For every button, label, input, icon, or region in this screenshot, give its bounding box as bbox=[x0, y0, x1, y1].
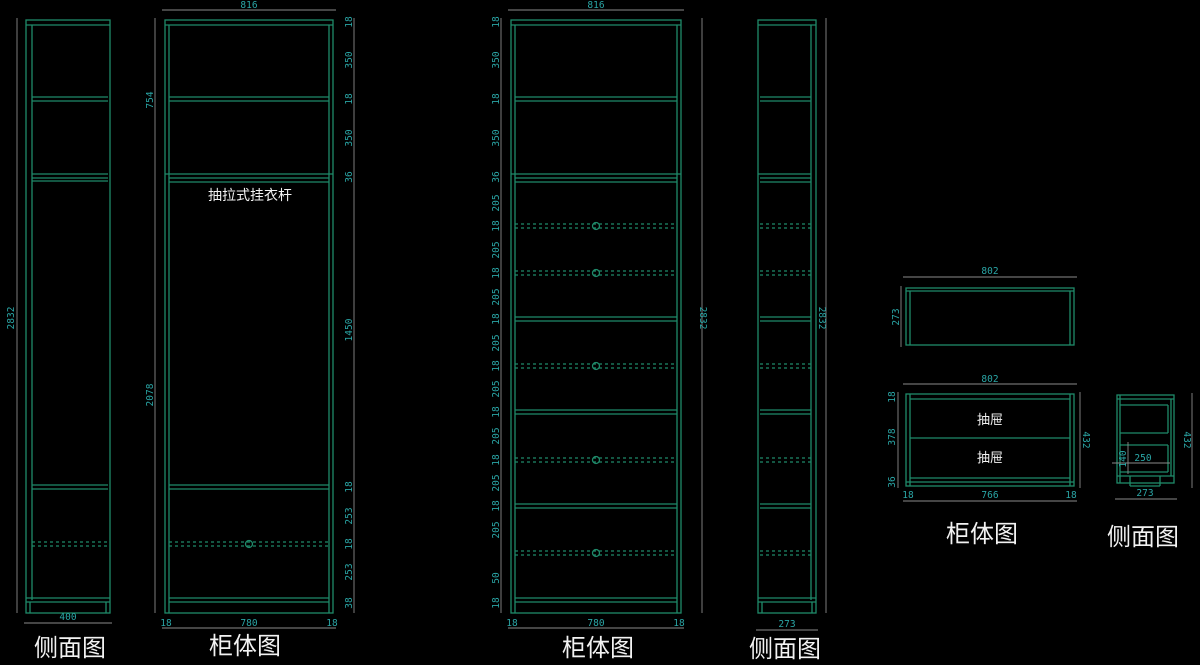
shelf-pin-icon bbox=[591, 268, 601, 278]
dim-cab-mid-left-segment: 18 bbox=[491, 313, 502, 325]
caption-cabinet-left: 柜体图 bbox=[209, 632, 281, 660]
dim-cab-mid-left-segment: 18 bbox=[491, 16, 502, 28]
drawer-side-view: 140 250 432 273 侧面图 bbox=[1107, 393, 1193, 551]
dim-drawer-cab-right-side: 18 bbox=[1065, 490, 1077, 501]
dim-drawer-cab-width: 802 bbox=[981, 374, 998, 385]
dim-drawer-cab-height: 432 bbox=[1080, 431, 1091, 448]
dim-cab-mid-left-segment: 18 bbox=[491, 406, 502, 418]
dim-cab-mid-left-segment: 36 bbox=[491, 171, 502, 183]
dim-drawer-cab-left-side: 18 bbox=[902, 490, 914, 501]
drawer-cabinet-view: 抽屉 抽屉 802 18 378 36 432 18 766 18 柜体图 bbox=[887, 374, 1091, 548]
caption-drawer-cabinet: 柜体图 bbox=[946, 520, 1018, 548]
dim-cab-mid-left-segment: 18 bbox=[491, 267, 502, 279]
dim-cab-left-right-segment: 350 bbox=[344, 51, 355, 68]
dim-cab-mid-inner: 780 bbox=[587, 618, 604, 629]
dim-cab-left-right-segment: 18 bbox=[344, 16, 355, 28]
side-view-left: 2832 400 侧面图 bbox=[6, 18, 112, 662]
dim-cab-mid-left-segment: 18 bbox=[491, 597, 502, 609]
dim-cab-mid-left-segment: 18 bbox=[491, 360, 502, 372]
shelf-pin-icon bbox=[591, 361, 601, 371]
dim-cab-left-right-segment: 253 bbox=[344, 507, 355, 524]
dim-drawer-side-drawer-height: 140 bbox=[1118, 450, 1129, 467]
dim-cab-mid-left-segment: 350 bbox=[491, 129, 502, 146]
dim-drawer-cab-inner: 766 bbox=[981, 490, 998, 501]
cabinet-view-middle: 816 183501835036205182051820518205182051… bbox=[491, 0, 708, 662]
shelf-pin-icon bbox=[591, 455, 601, 465]
dim-cab-left-right-segment: 1450 bbox=[344, 318, 355, 341]
dim-top-unit-depth: 273 bbox=[891, 308, 902, 325]
dim-cab-left-width: 816 bbox=[240, 0, 257, 11]
drawer-label-bottom: 抽屉 bbox=[977, 451, 1003, 466]
dim-cab-mid-left-segment: 205 bbox=[491, 521, 502, 538]
top-unit-view: 802 273 bbox=[891, 266, 1077, 347]
dim-drawer-cab-middle: 378 bbox=[887, 428, 898, 445]
cabinet-view-left: 抽拉式挂衣杆 816 754 2078 18 350 18 350 36 1450 18 25… bbox=[145, 0, 355, 660]
caption-cabinet-mid: 柜体图 bbox=[562, 634, 634, 662]
dim-cab-left-upper: 754 bbox=[145, 91, 156, 108]
dim-drawer-side-height: 432 bbox=[1181, 431, 1192, 448]
dim-cab-mid-width: 816 bbox=[587, 0, 604, 11]
dim-cab-mid-left-segment: 18 bbox=[491, 93, 502, 105]
caption-side-left: 侧面图 bbox=[34, 634, 106, 662]
dim-cab-left-inner: 780 bbox=[240, 618, 257, 629]
dim-cab-mid-left-segment: 205 bbox=[491, 474, 502, 491]
drawer-label-top: 抽屉 bbox=[977, 413, 1003, 428]
dim-cab-mid-left-segment: 350 bbox=[491, 51, 502, 68]
dim-cab-mid-left-segment: 205 bbox=[491, 241, 502, 258]
dim-cab-mid-left-segment: 205 bbox=[491, 427, 502, 444]
dim-side-left-height: 2832 bbox=[6, 307, 17, 330]
dim-top-unit-width: 802 bbox=[981, 266, 998, 277]
caption-side-mid: 侧面图 bbox=[749, 635, 821, 663]
dim-drawer-side-depth: 273 bbox=[1136, 488, 1153, 499]
dim-cab-mid-right-side: 18 bbox=[673, 618, 685, 629]
dim-cab-left-right-segment: 18 bbox=[344, 538, 355, 550]
dim-cab-left-right-segment: 38 bbox=[344, 597, 355, 609]
side-view-middle: 2832 273 侧面图 bbox=[749, 18, 827, 663]
note-pull-out-rail: 抽拉式挂衣杆 bbox=[208, 188, 292, 204]
dim-side-left-depth: 400 bbox=[59, 612, 76, 623]
dim-side-mid-height: 2832 bbox=[816, 307, 827, 330]
dim-cab-mid-left-segment: 205 bbox=[491, 288, 502, 305]
dim-drawer-side-drawer-depth: 250 bbox=[1134, 453, 1151, 464]
dim-cab-mid-left-segment: 205 bbox=[491, 380, 502, 397]
dim-cab-mid-left-segment: 18 bbox=[491, 454, 502, 466]
dim-drawer-cab-bottom: 36 bbox=[887, 476, 898, 488]
dim-cab-left-right-segment: 36 bbox=[344, 171, 355, 183]
dim-cab-left-right-side: 18 bbox=[326, 618, 338, 629]
dim-cab-mid-height: 2832 bbox=[697, 307, 708, 330]
dim-side-mid-depth: 273 bbox=[778, 619, 795, 630]
caption-drawer-side: 侧面图 bbox=[1107, 523, 1179, 551]
dim-cab-left-right-segment: 253 bbox=[344, 563, 355, 580]
dim-cab-left-right-segment: 18 bbox=[344, 93, 355, 105]
dim-cab-mid-left-segment: 50 bbox=[491, 572, 502, 584]
dim-cab-left-right-segment: 18 bbox=[344, 481, 355, 493]
dims-cab-mid-left: 18 350 18 350 36 205 18 205 18 205 18 205 18 205 18 205… bbox=[491, 16, 502, 609]
dim-cab-mid-left-segment: 18 bbox=[491, 220, 502, 232]
dim-drawer-cab-top: 18 bbox=[887, 391, 898, 403]
dims-cab-left-right: 18 350 18 350 36 1450 18 253 18 253 38 bbox=[344, 16, 355, 609]
shelf-pin-icon bbox=[591, 548, 601, 558]
dim-cab-mid-left-side: 18 bbox=[506, 618, 518, 629]
dim-cab-left-right-segment: 350 bbox=[344, 129, 355, 146]
dim-cab-left-left-side: 18 bbox=[160, 618, 172, 629]
shelf-pin-icon bbox=[591, 221, 601, 231]
dim-cab-left-lower: 2078 bbox=[145, 383, 156, 406]
dim-cab-mid-left-segment: 205 bbox=[491, 334, 502, 351]
dim-cab-mid-left-segment: 205 bbox=[491, 194, 502, 211]
dim-cab-mid-left-segment: 18 bbox=[491, 500, 502, 512]
